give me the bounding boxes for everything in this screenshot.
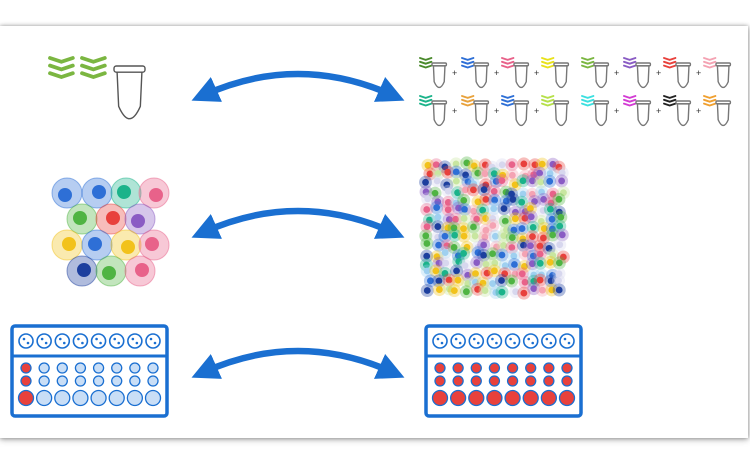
svg-text:+: +	[452, 106, 457, 116]
svg-text:+: +	[656, 68, 661, 78]
double-arrow-plates	[191, 347, 405, 379]
tube-pool: + + + + + + + + + + + +	[419, 57, 732, 127]
svg-text:+: +	[614, 68, 619, 78]
svg-text:+: +	[494, 106, 499, 116]
svg-text:+: +	[696, 68, 701, 78]
svg-text:+: +	[614, 106, 619, 116]
single-tube-with-oligos	[48, 56, 146, 120]
cell-library	[419, 156, 570, 300]
svg-text:+: +	[656, 106, 661, 116]
svg-text:+: +	[534, 106, 539, 116]
svg-text:+: +	[696, 106, 701, 116]
svg-text:+: +	[494, 68, 499, 78]
svg-text:+: +	[452, 68, 457, 78]
single-cell-cluster	[51, 177, 170, 287]
double-arrow-cells	[191, 207, 405, 239]
svg-text:+: +	[534, 68, 539, 78]
light-well-plate	[10, 324, 169, 418]
red-well-plate	[424, 324, 583, 418]
double-arrow-tubes	[191, 70, 405, 102]
